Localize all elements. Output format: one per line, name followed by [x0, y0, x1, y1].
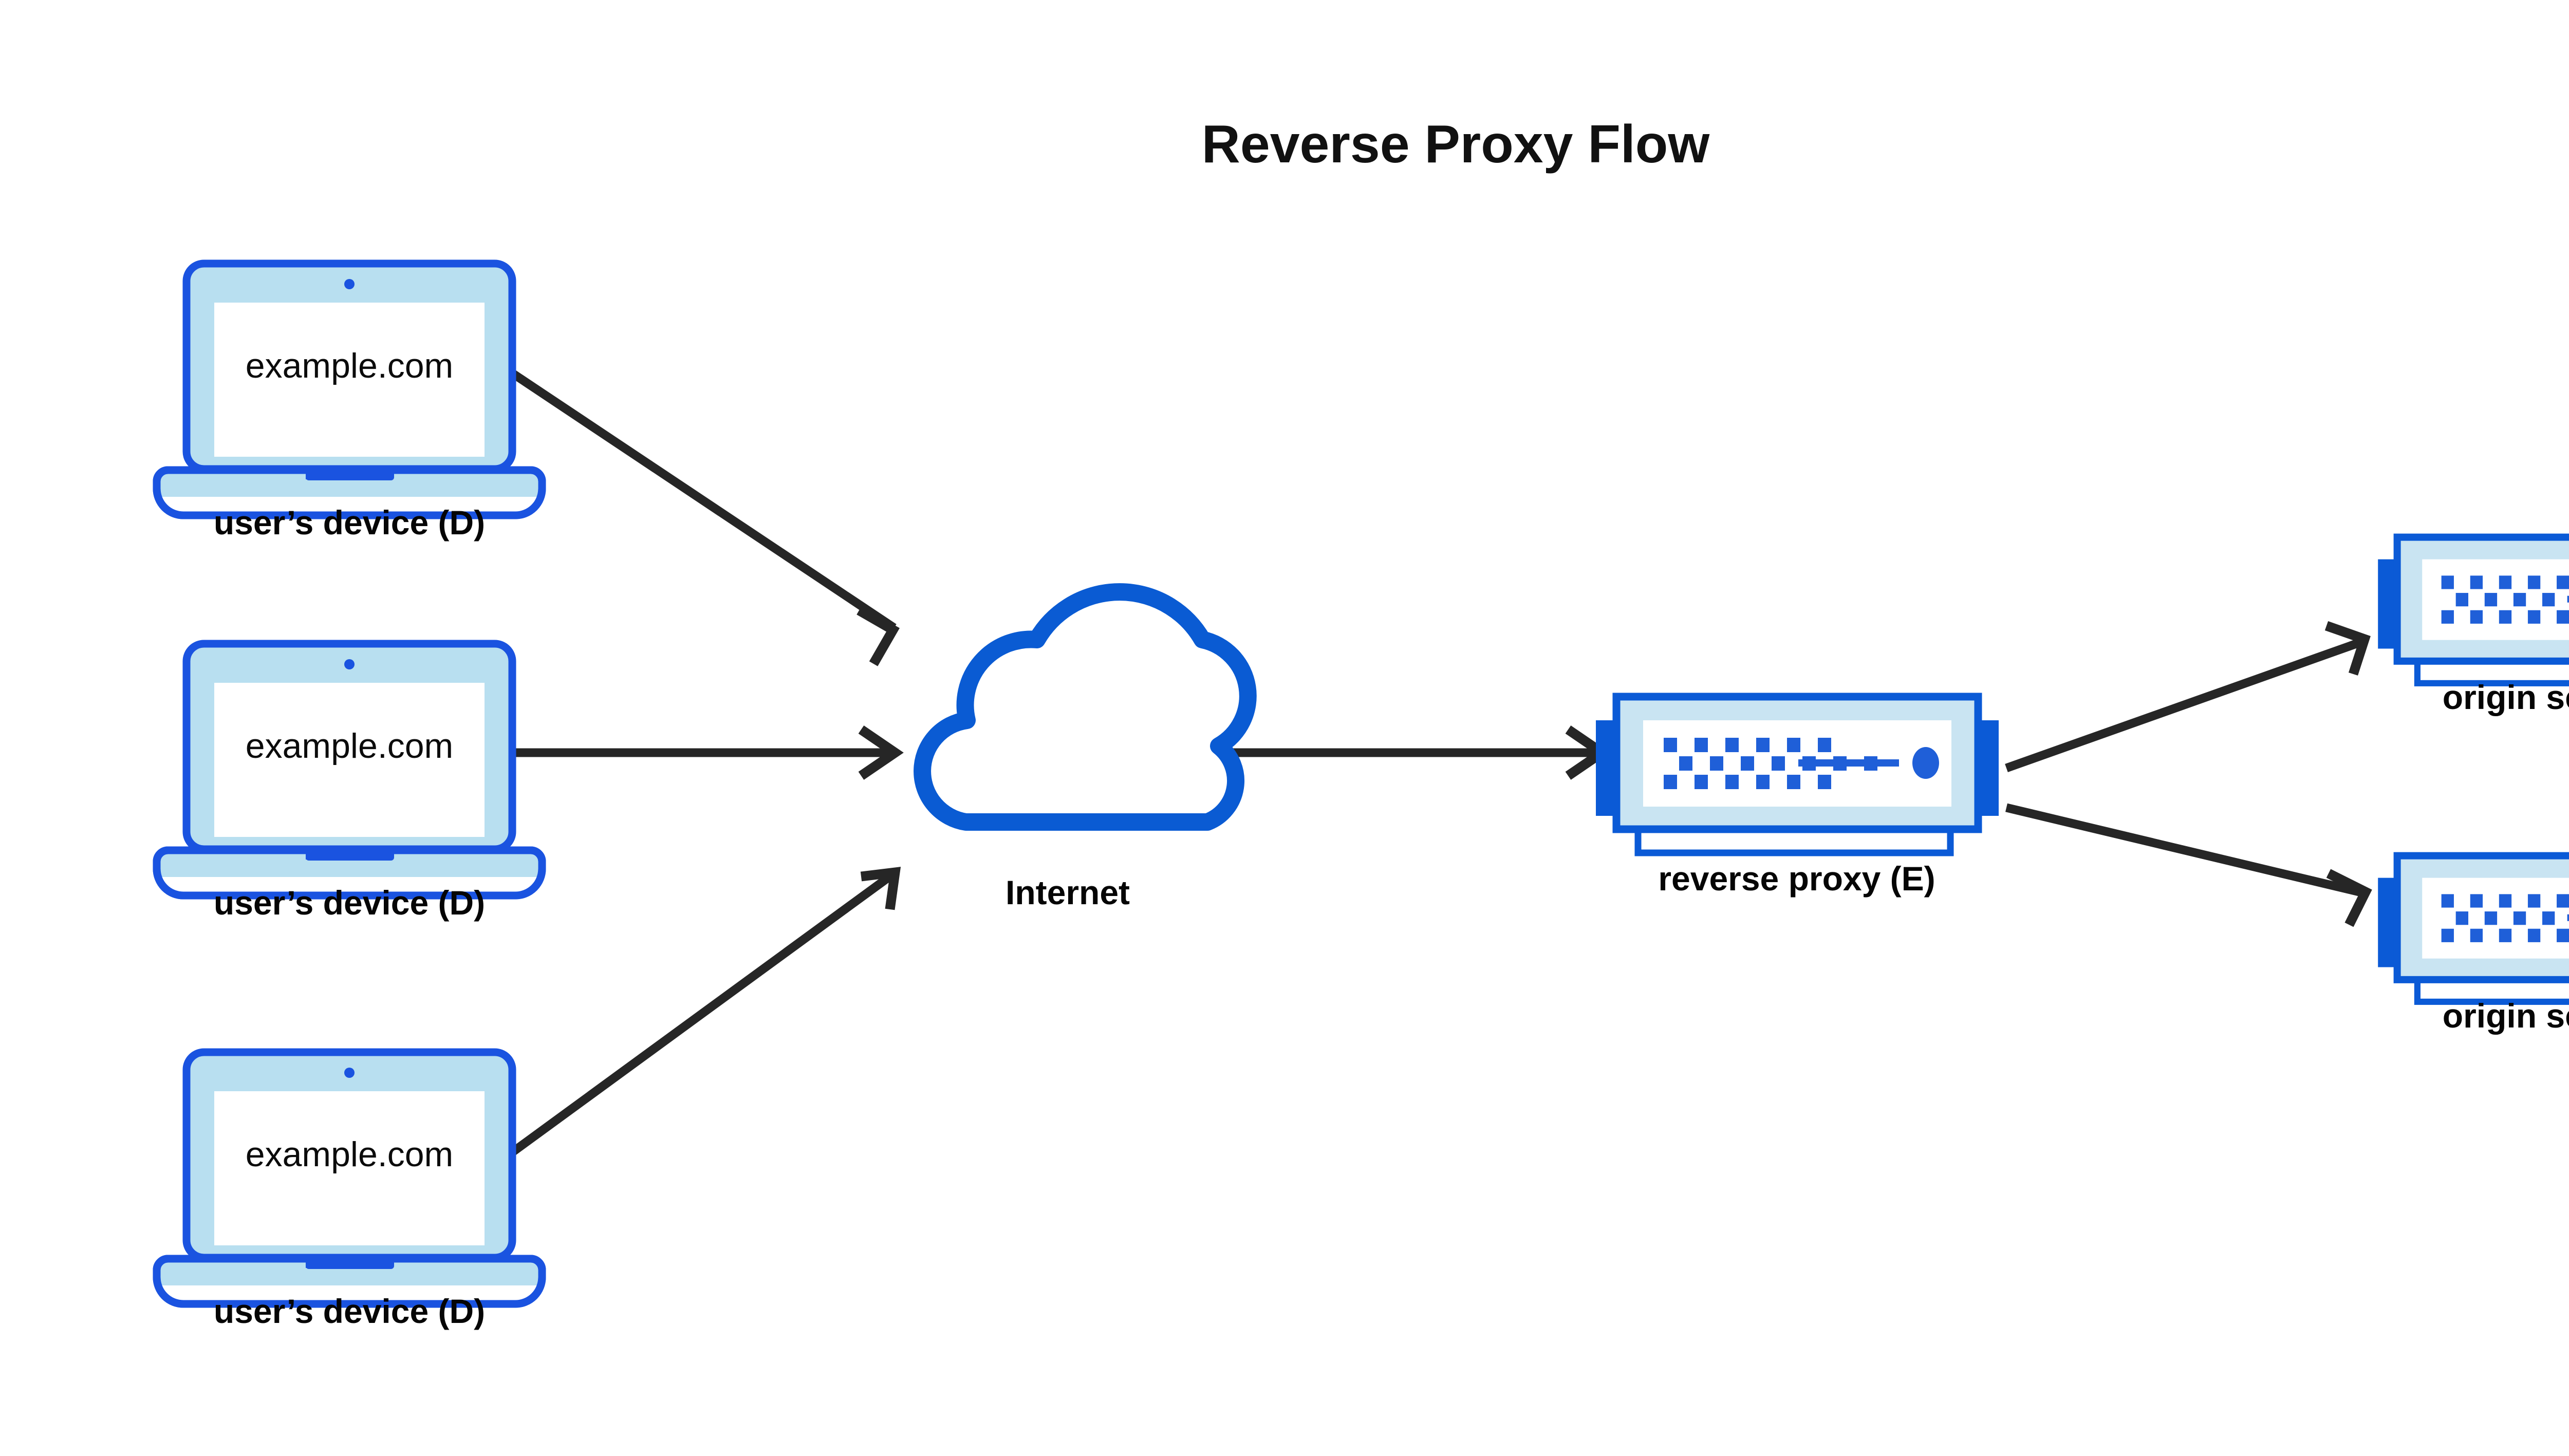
client-screen-text: example.com	[246, 1135, 453, 1174]
node-label-client-3: user’s device (D)	[214, 1292, 485, 1330]
node-label-reverse-proxy: reverse proxy (E)	[1658, 860, 1935, 898]
node-reverse-proxy[interactable]: reverse proxy (E)	[1596, 697, 1999, 898]
cloud-icon	[914, 583, 1257, 831]
edge-client2-internet	[506, 725, 904, 780]
laptop-icon	[157, 264, 542, 515]
client-screen-text: example.com	[246, 346, 453, 385]
laptop-icon	[157, 644, 542, 895]
server-icon	[2378, 537, 2569, 683]
edge-internet-proxy	[1231, 725, 1611, 780]
laptop-icon	[157, 1052, 542, 1304]
server-icon	[2378, 856, 2569, 1002]
node-client-3[interactable]: example.com user’s device (D)	[157, 1052, 542, 1330]
page-title: Reverse Proxy Flow	[1202, 115, 1710, 174]
node-label-origin-2: origin server (F)	[2443, 997, 2569, 1035]
edge-proxy-origin1	[2005, 621, 2371, 773]
edge-client1-internet	[509, 368, 900, 666]
edge-client3-internet	[506, 867, 901, 1159]
node-label-client-1: user’s device (D)	[214, 503, 485, 542]
node-client-2[interactable]: example.com user’s device (D)	[157, 644, 542, 922]
node-label-origin-1: origin server (F)	[2443, 678, 2569, 716]
client-screen-text: example.com	[246, 726, 453, 766]
node-internet[interactable]: Internet	[914, 583, 1257, 911]
node-client-1[interactable]: example.com user’s device (D)	[157, 264, 542, 542]
node-label-internet: Internet	[1006, 873, 1130, 911]
edge-proxy-origin2	[2005, 803, 2372, 927]
node-origin-1[interactable]: origin server (F)	[2378, 537, 2569, 716]
server-icon	[1596, 697, 1999, 853]
node-origin-2[interactable]: origin server (F)	[2378, 856, 2569, 1035]
edges-layer	[506, 368, 2372, 1159]
node-label-client-2: user’s device (D)	[214, 884, 485, 922]
